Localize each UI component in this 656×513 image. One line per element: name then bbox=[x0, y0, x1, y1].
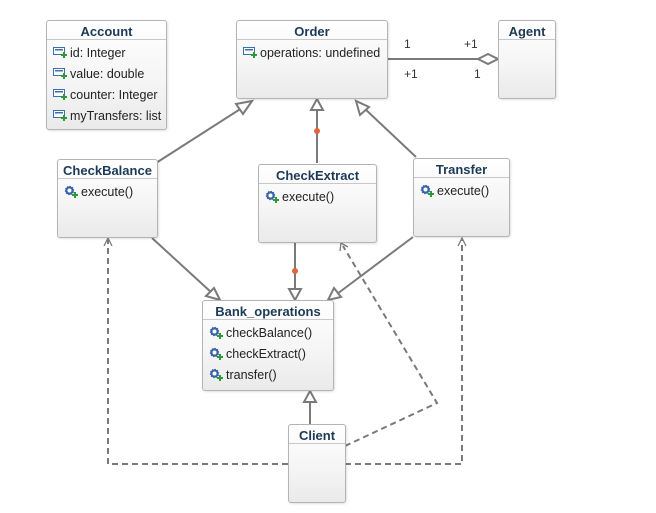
operation-label: transfer() bbox=[226, 367, 277, 382]
class-name: CheckExtract bbox=[259, 165, 376, 184]
association-dot bbox=[314, 128, 320, 134]
operation-label: execute() bbox=[81, 184, 134, 199]
class-name: Bank_operations bbox=[203, 301, 333, 320]
attribute-label: value: double bbox=[70, 66, 145, 81]
class-name: Agent bbox=[499, 21, 555, 40]
operation-row[interactable]: checkBalance() bbox=[203, 322, 333, 343]
field-icon bbox=[243, 46, 257, 60]
class-order[interactable]: Order operations: undefined bbox=[236, 20, 388, 99]
class-client[interactable]: Client bbox=[288, 424, 346, 503]
class-agent[interactable]: Agent bbox=[498, 20, 556, 99]
attribute-label: counter: Integer bbox=[70, 87, 158, 102]
class-bank-operations[interactable]: Bank_operations checkBalance() checkExtr… bbox=[202, 300, 334, 391]
attribute-row[interactable]: operations: undefined bbox=[237, 42, 387, 63]
generalization-arrowhead bbox=[326, 286, 343, 302]
attribute-label: id: Integer bbox=[70, 45, 126, 60]
class-transfer[interactable]: Transfer execute() bbox=[413, 158, 510, 237]
method-icon bbox=[209, 325, 223, 340]
class-name: Account bbox=[47, 21, 166, 40]
generalization-arrowhead bbox=[309, 96, 325, 111]
generalization-arrowhead bbox=[234, 99, 255, 116]
attribute-label: operations: undefined bbox=[260, 45, 381, 60]
operation-label: execute() bbox=[282, 189, 335, 204]
method-icon bbox=[209, 367, 223, 382]
method-icon bbox=[64, 184, 78, 199]
field-icon bbox=[53, 109, 67, 123]
generalization-arrowhead bbox=[354, 99, 371, 117]
generalization-arrowhead bbox=[302, 388, 318, 403]
edge-transfer-to-order bbox=[363, 107, 417, 158]
generalization-arrowhead bbox=[287, 288, 303, 303]
class-account[interactable]: Account id: Integer value: double counte… bbox=[46, 20, 167, 130]
attribute-row[interactable]: counter: Integer bbox=[47, 84, 166, 105]
class-name: Order bbox=[237, 21, 387, 40]
multiplicity-order-end-top: 1 bbox=[404, 37, 411, 51]
dependency-client-to-checkbalance bbox=[107, 240, 288, 465]
multiplicity-order-end-bottom: +1 bbox=[404, 67, 418, 81]
class-name: CheckBalance bbox=[58, 160, 157, 179]
method-icon bbox=[420, 183, 434, 198]
class-name: Transfer bbox=[414, 159, 509, 178]
attribute-row[interactable]: value: double bbox=[47, 63, 166, 84]
aggregation-diamond bbox=[475, 52, 501, 66]
dependency-client-to-checkextract bbox=[342, 245, 439, 447]
edge-transfer-to-bankops bbox=[336, 236, 414, 295]
edge-checkbalance-to-bankops bbox=[151, 237, 213, 294]
field-icon bbox=[53, 46, 67, 60]
operation-row[interactable]: checkExtract() bbox=[203, 343, 333, 364]
multiplicity-agent-end-bottom: 1 bbox=[474, 67, 481, 81]
operation-row[interactable]: execute() bbox=[414, 180, 509, 201]
operation-label: execute() bbox=[437, 183, 490, 198]
dependency-arrowhead bbox=[457, 236, 467, 247]
operation-label: checkExtract() bbox=[226, 346, 306, 361]
class-checkextract[interactable]: CheckExtract execute() bbox=[258, 164, 377, 243]
dependency-arrowhead bbox=[339, 241, 349, 252]
operation-row[interactable]: execute() bbox=[58, 181, 157, 202]
attribute-row[interactable]: myTransfers: list bbox=[47, 105, 166, 126]
field-icon bbox=[53, 67, 67, 81]
field-icon bbox=[53, 88, 67, 102]
attribute-label: myTransfers: list bbox=[70, 108, 162, 123]
method-icon bbox=[265, 189, 279, 204]
dependency-arrowhead bbox=[103, 236, 113, 247]
generalization-arrowhead bbox=[204, 286, 222, 302]
operation-row[interactable]: transfer() bbox=[203, 364, 333, 385]
edge-checkbalance-to-order bbox=[155, 105, 246, 164]
operation-label: checkBalance() bbox=[226, 325, 313, 340]
class-checkbalance[interactable]: CheckBalance execute() bbox=[57, 159, 158, 238]
association-dot bbox=[292, 268, 298, 274]
class-name: Client bbox=[289, 425, 345, 444]
multiplicity-agent-end-top: +1 bbox=[464, 37, 478, 51]
operation-row[interactable]: execute() bbox=[259, 186, 376, 207]
attribute-row[interactable]: id: Integer bbox=[47, 42, 166, 63]
method-icon bbox=[209, 346, 223, 361]
